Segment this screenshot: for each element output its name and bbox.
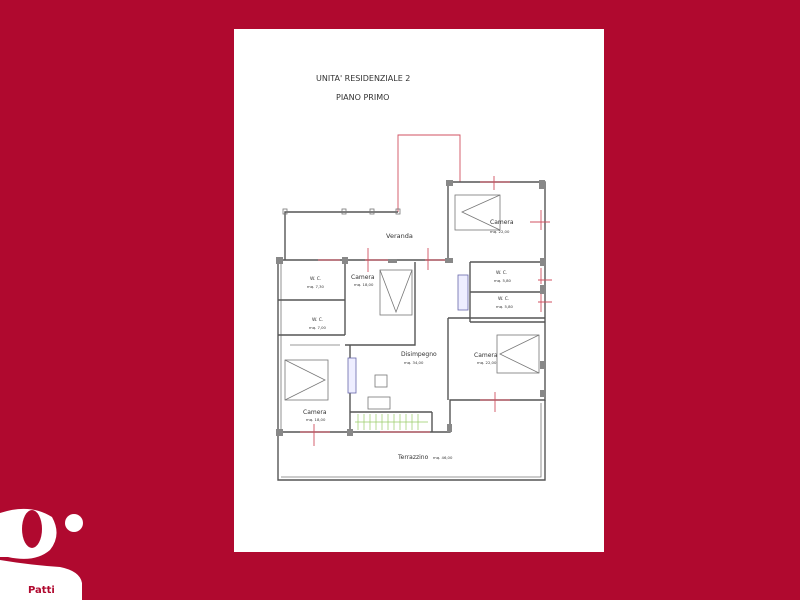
room-area-wc-3: mq. 5,80 [496, 304, 514, 309]
room-labels: Veranda Camera mq. 22,00 W. C. mq. 7,30 … [303, 219, 514, 461]
room-name-veranda: Veranda [386, 232, 413, 240]
room-name-wc-3: W. C. [498, 296, 509, 302]
plan-title: UNITA' RESIDENZIALE 2 [316, 74, 410, 83]
patti-logo: Patti [0, 508, 83, 600]
room-name-camera-n: Camera [351, 274, 375, 281]
room-area-wc-4: mq. 7,00 [309, 325, 327, 330]
room-name-wc-1: W. C. [310, 276, 321, 282]
room-area-camera-sw: mq. 18,00 [306, 417, 326, 422]
room-area-disimpegno: mq. 34,00 [404, 360, 424, 365]
room-area-camera-ne: mq. 22,00 [490, 229, 510, 234]
room-name-camera-sw: Camera [303, 409, 327, 416]
walls [276, 134, 552, 481]
room-area-wc-2: mq. 5,80 [494, 278, 512, 283]
room-area-terrazzino: mq. 46,00 [433, 455, 453, 460]
plan-subtitle: PIANO PRIMO [336, 93, 389, 102]
room-area-camera-e: mq. 22,00 [477, 360, 497, 365]
room-name-camera-e: Camera [474, 352, 498, 359]
logo-brand-text: Patti [28, 585, 55, 596]
room-area-wc-1: mq. 7,30 [307, 284, 325, 289]
stairs [355, 414, 428, 430]
room-area-camera-n: mq. 18,00 [354, 282, 374, 287]
room-name-disimpegno: Disimpegno [401, 351, 437, 358]
room-name-terrazzino: Terrazzino [397, 454, 429, 461]
room-name-wc-4: W. C. [312, 317, 323, 323]
room-name-wc-2: W. C. [496, 270, 507, 276]
room-name-camera-ne: Camera [490, 219, 514, 226]
